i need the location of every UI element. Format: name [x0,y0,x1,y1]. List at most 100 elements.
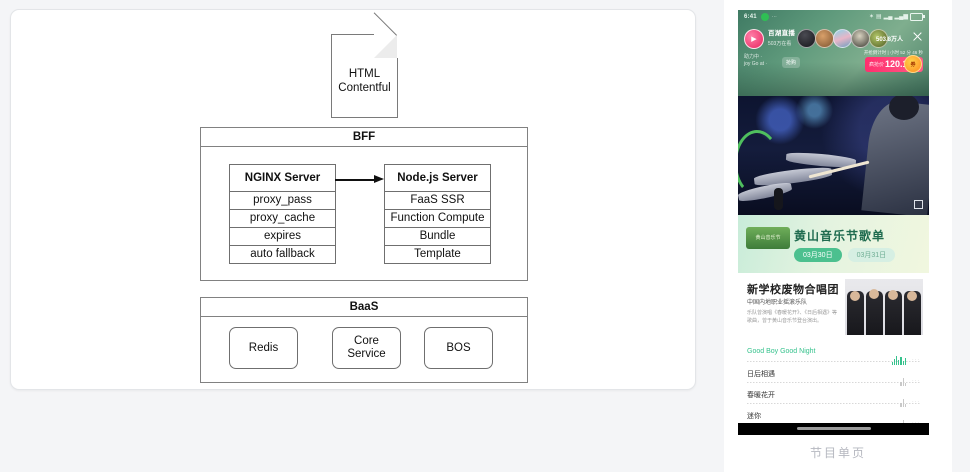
bff-group: BFF NGINX Server proxy_pass proxy_cache … [200,127,528,281]
concert-video-frame[interactable] [738,96,929,215]
baas-bos-label: BOS [446,341,471,354]
song-tail-1: ··· [912,357,920,363]
phone-status-bar: 6:41 ··· ✶ ▤ ▂▄ ▂▄▆ [738,10,929,23]
baas-service-bos: BOS [424,327,493,369]
phone-screenshot-card: 6:41 ··· ✶ ▤ ▂▄ ▂▄▆ ▶ 百湖直播 503万在看 [724,0,952,472]
wechat-icon [760,12,769,21]
bluetooth-icon: ✶ [868,14,874,20]
fullscreen-corner-br [918,204,923,209]
viewer-avatar-2[interactable] [815,29,834,48]
baas-service-core-service: Core Service [332,327,401,369]
festival-logo: 黄山音乐节 [746,227,790,249]
doc-label-line2: Contentful [338,82,391,94]
live-channel-row[interactable]: ▶ 百湖直播 503万在看 [744,29,795,49]
close-icon[interactable] [912,31,923,42]
band-face-1 [850,291,860,301]
song-waveform-2 [900,377,906,386]
live-badge[interactable]: 抢购 [782,57,801,68]
live-stream-header: 6:41 ··· ✶ ▤ ▂▄ ▂▄▆ ▶ 百湖直播 503万在看 [738,10,929,96]
doc-label-line1: HTML [348,68,381,80]
status-dots: ··· [771,13,777,20]
viewer-avatar-5[interactable] [869,29,888,48]
song-divider-3 [747,403,920,404]
baas-redis-label: Redis [248,341,279,354]
fullscreen-icon[interactable] [914,200,923,209]
phone-caption: 节目单页 [809,446,866,460]
band-member-4 [904,291,921,335]
document-node-html-contentful: HTML Contentful [331,12,398,118]
signal-icon-1: ▂▄ [883,14,893,20]
baas-core-service-label: Core Service [347,335,385,361]
bff-group-title: BFF [201,128,527,147]
price-badge[interactable]: 疯抢价 120.11 元 券 [865,55,923,73]
song-title-2: 日后相遇 [747,371,775,378]
song-list: Good Boy Good Night ··· 日后相遇 ··· 春暖花开 [738,341,929,428]
nginx-server-stack: NGINX Server proxy_pass proxy_cache expi… [229,164,336,264]
node-row-faas-ssr: FaaS SSR [385,191,490,209]
channel-subtitle: 503万在看 [768,40,792,47]
fullscreen-corner-tl [914,200,919,205]
baas-group-title: BaaS [201,298,527,317]
coupon-coin-icon[interactable]: 券 [904,55,922,73]
artist-card[interactable]: 新学校废物合唱团 中国内地职业摇滚乐队 乐队曾演唱《春暖花开》、《日后相遇》等歌… [738,273,929,341]
viewer-avatar-4[interactable] [851,29,870,48]
band-member-1 [847,291,864,335]
song-divider-1 [747,361,920,362]
artist-photo [845,279,923,335]
song-row-3[interactable]: 春暖花开 ··· [747,387,920,408]
viewer-avatars-list[interactable] [797,29,888,48]
band-member-2 [866,291,883,335]
nginx-row-auto-fallback: auto fallback [230,245,335,263]
phone-screen: 6:41 ··· ✶ ▤ ▂▄ ▂▄▆ ▶ 百湖直播 503万在看 [738,10,929,435]
song-divider-2 [747,382,920,383]
artist-subtitle: 中国内地职业摇滚乐队 [747,300,808,306]
song-title-1: Good Boy Good Night [747,348,816,355]
viewer-avatar-3[interactable] [833,29,852,48]
home-indicator[interactable] [796,427,871,430]
song-tail-2: ··· [912,378,920,384]
baas-core-line2: Service [347,348,386,360]
node-row-template: Template [385,245,490,263]
song-waveform-3 [900,398,906,407]
baas-service-redis: Redis [229,327,298,369]
drummer-head [889,96,919,120]
band-face-2 [869,289,879,299]
fullscreen-corner-tr [918,200,923,205]
price-countdown-note: 开抢倒计时 | 小时 52 分 46 秒 [863,50,923,55]
tab-date-0331[interactable]: 03月31日 [847,248,896,262]
baas-group: BaaS Redis Core Service BOS [200,297,528,383]
doc-fold-edge [373,12,397,36]
channel-text: 百湖直播 503万在看 [768,30,795,48]
live-tagline-line2: joy Go at · [744,61,768,67]
playlist-title: 黄山音乐节歌单 [794,229,886,243]
stage-microphone [774,188,783,210]
band-member-3 [885,291,902,335]
band-face-3 [888,290,898,300]
song-tail-3: ··· [912,399,920,405]
playlist-date-tabs[interactable]: 03月30日 03月31日 [794,248,896,262]
nginx-server-header: NGINX Server [244,172,321,184]
viewer-count: 503.8万人 [875,37,903,43]
song-row-1[interactable]: Good Boy Good Night ··· [747,345,920,366]
artist-name: 新学校废物合唱团 [747,284,839,296]
channel-name: 百湖直播 [768,30,796,38]
song-waveform-1 [891,356,906,365]
status-clock: 6:41 [744,13,757,20]
nodejs-server-header: Node.js Server [397,172,478,184]
song-row-2[interactable]: 日后相遇 ··· [747,366,920,387]
channel-avatar[interactable]: ▶ [744,29,764,49]
architecture-diagram-panel: HTML Contentful BFF NGINX Server proxy_p… [10,9,696,390]
battery-icon [910,12,925,21]
live-tagline: 助力中 · joy Go at · [744,54,767,68]
song-title-3: 春暖花开 [747,392,775,399]
viewer-avatar-1[interactable] [797,29,816,48]
arrow-shaft [335,179,375,181]
fullscreen-corner-bl [914,204,919,209]
status-right-group: ✶ ▤ ▂▄ ▂▄▆ [868,12,925,21]
nginx-row-proxy-cache: proxy_cache [230,209,335,227]
band-face-4 [907,291,917,301]
node-row-bundle: Bundle [385,227,490,245]
nginx-to-node-arrow-icon [335,175,385,184]
nodejs-server-stack: Node.js Server FaaS SSR Function Compute… [384,164,491,264]
tab-date-0330[interactable]: 03月30日 [794,248,842,262]
